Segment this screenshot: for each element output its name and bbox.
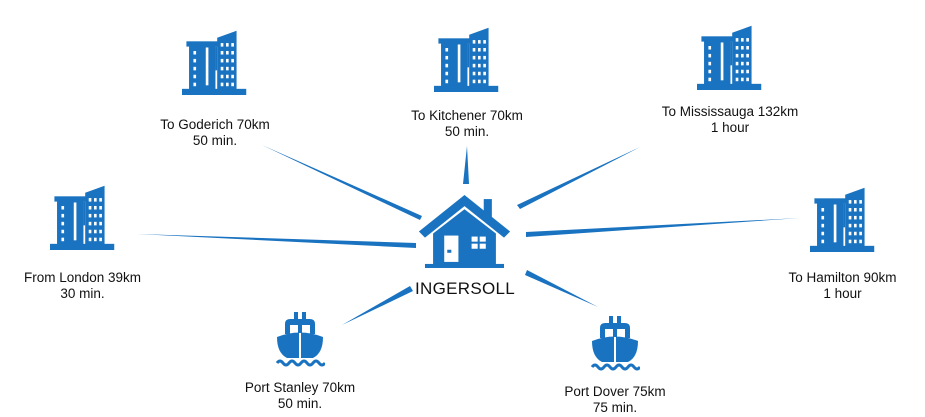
building-icon	[50, 182, 116, 252]
destination-mississauga: To Mississauga 132km 1 hour	[630, 22, 830, 136]
destination-goderich: To Goderich 70km 50 min.	[130, 27, 300, 149]
destination-label-line2: 30 min.	[60, 286, 105, 301]
house-icon	[416, 193, 514, 269]
destination-label-line1: To Hamilton 90km	[788, 270, 897, 285]
destination-port-dover: Port Dover 75km 75 min.	[540, 314, 690, 416]
ship-icon	[590, 314, 640, 374]
building-icon	[434, 24, 500, 94]
destination-label-line1: To Goderich 70km	[160, 117, 270, 132]
connector-port-stanley	[342, 286, 413, 325]
destination-label-line1: From London 39km	[23, 270, 142, 285]
destination-label-line2: 50 min.	[277, 396, 323, 411]
destination-london: From London 39km 30 min.	[0, 182, 165, 302]
destination-label-line2: 1 hour	[710, 120, 750, 135]
ship-icon	[275, 310, 325, 370]
building-icon	[182, 27, 248, 97]
connector-london	[137, 234, 416, 248]
building-icon	[810, 184, 876, 254]
destination-kitchener: To Kitchener 70km 50 min.	[382, 24, 552, 140]
connector-port-dover	[525, 270, 598, 307]
destination-label-line2: 1 hour	[823, 286, 862, 301]
connector-mississauga	[517, 147, 640, 209]
connector-goderich	[262, 145, 422, 220]
destination-label-line1: To Kitchener 70km	[411, 108, 523, 123]
connector-hamilton	[526, 218, 800, 237]
connector-kitchener	[463, 146, 469, 184]
destination-label-line1: To Mississauga 132km	[661, 104, 799, 119]
destination-port-stanley: Port Stanley 70km 50 min.	[225, 310, 375, 412]
destination-label-line2: 50 min.	[192, 133, 238, 148]
destination-label-line2: 75 min.	[592, 400, 638, 415]
building-icon	[697, 22, 763, 92]
destination-label-line1: Port Dover 75km	[564, 384, 666, 399]
center-label: INGERSOLL	[414, 279, 515, 298]
destination-hamilton: To Hamilton 90km 1 hour	[760, 184, 925, 302]
center-node: INGERSOLL	[410, 193, 520, 297]
destination-label-line2: 50 min.	[444, 124, 490, 139]
destination-label-line1: Port Stanley 70km	[244, 380, 356, 395]
